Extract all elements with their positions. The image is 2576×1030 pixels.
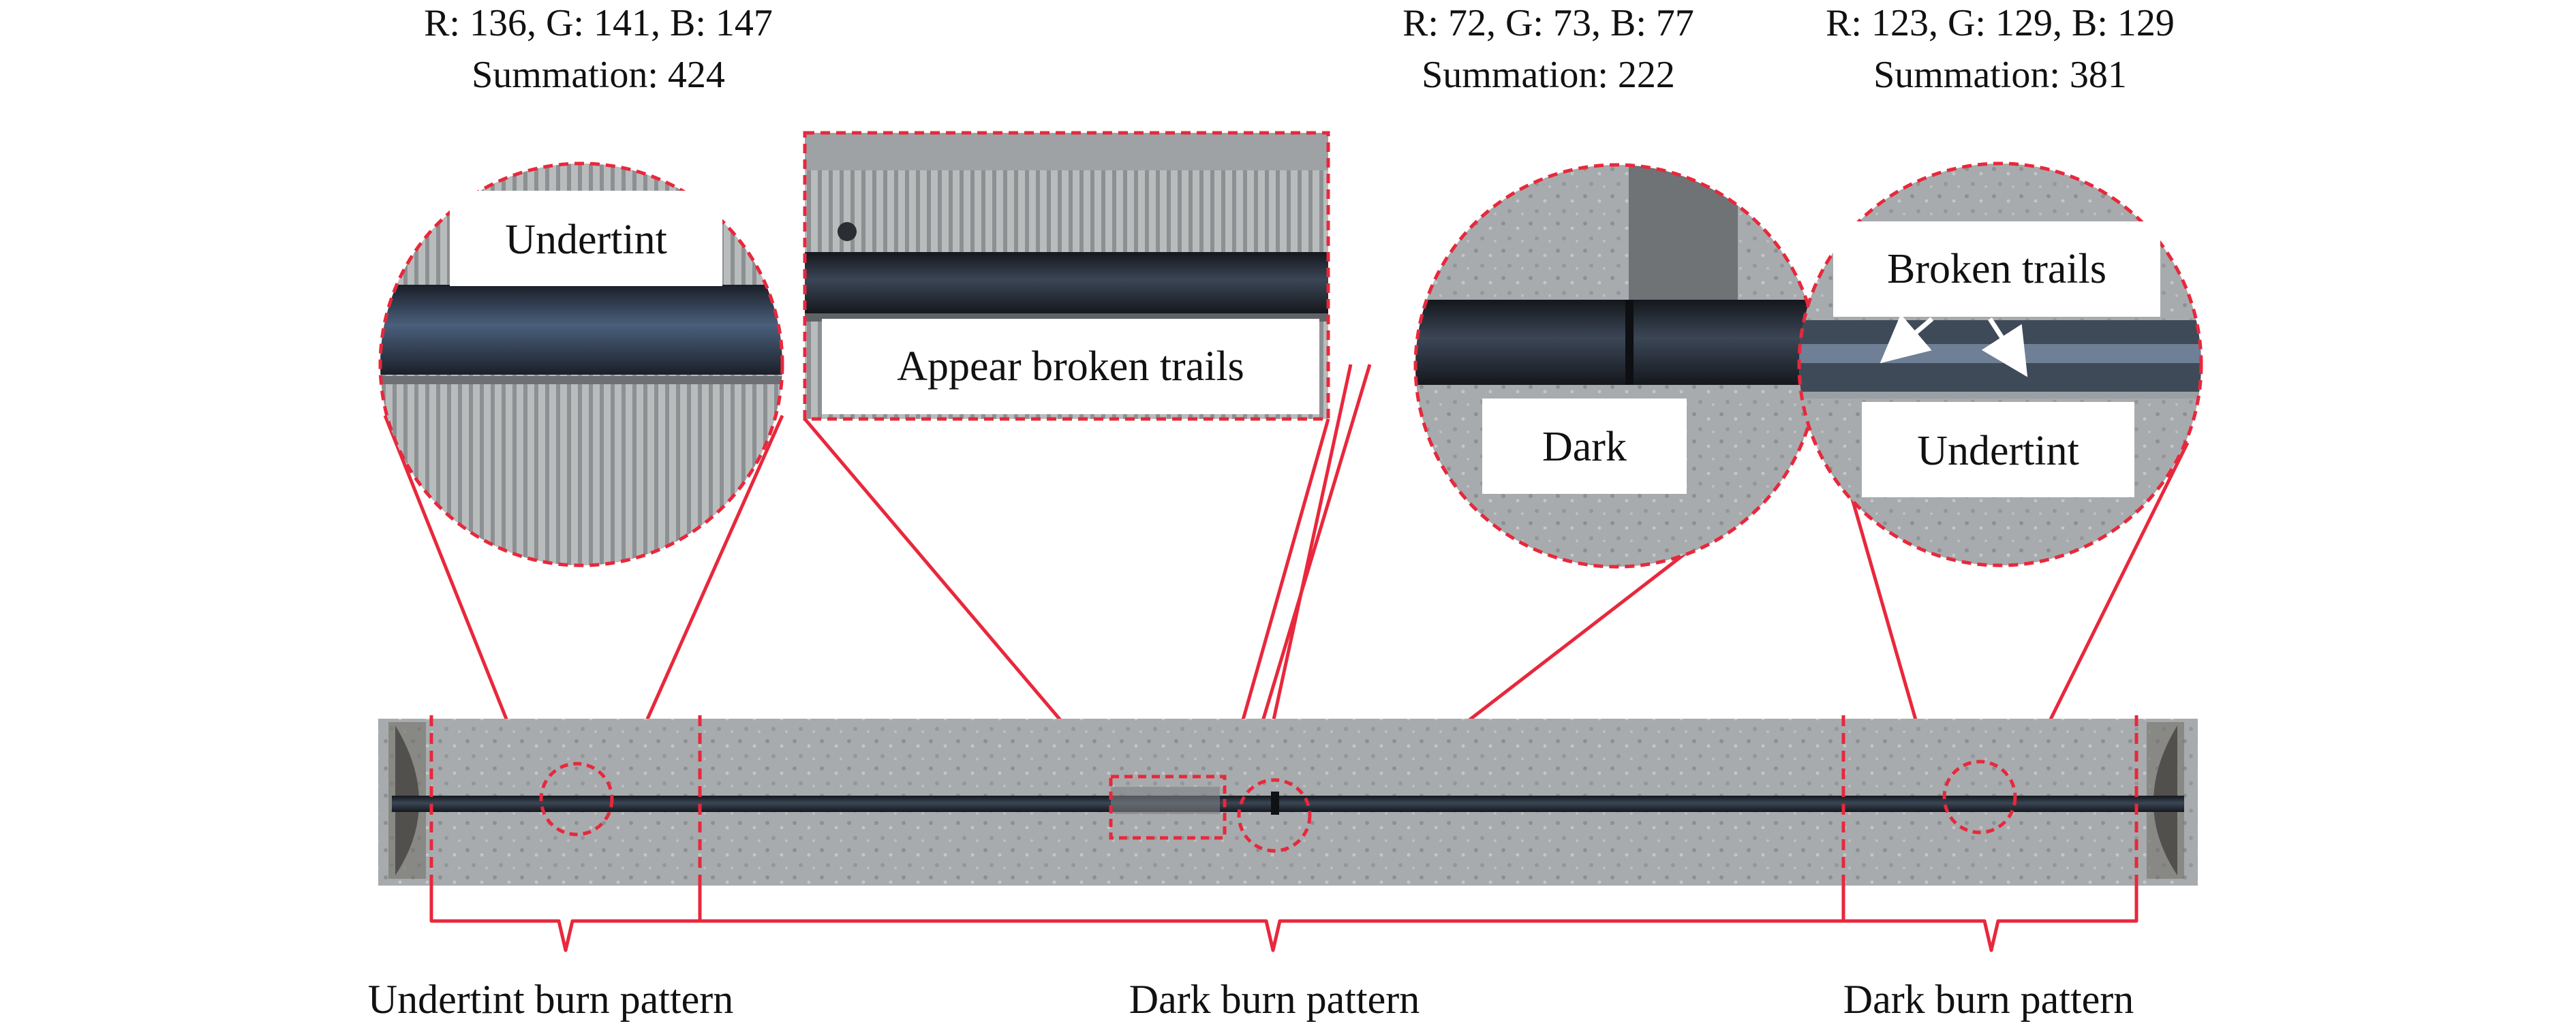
label-broken-trails: Broken trails — [1887, 246, 2106, 292]
zoom-circle-broken-trails: Broken trails Undertint — [1797, 161, 2203, 567]
readout-2-summation: Summation: 222 — [1422, 54, 1675, 96]
zone-braces — [429, 886, 2138, 952]
label-box-dark — [1482, 399, 1687, 494]
arrow-broken-trail-2 — [1981, 317, 2028, 377]
zoom-circle-dark: Dark — [1413, 163, 1820, 569]
arrow-broken-trail-1 — [1880, 314, 1934, 364]
readout-2-rgb: R: 72, G: 73, B: 77 — [1402, 2, 1694, 44]
label-dark: Dark — [1542, 424, 1627, 470]
region-markers — [539, 760, 2017, 853]
zone-label-dark-center: Dark burn pattern — [1129, 977, 1420, 1022]
zoom-rect-broken-trails: Appear broken trails — [803, 131, 1330, 421]
zone-dividers — [429, 715, 2138, 889]
specimen-photo — [378, 719, 2198, 886]
label-box-broken-trails — [1833, 221, 2160, 317]
label-appear-broken-trails: Appear broken trails — [897, 343, 1244, 390]
zoom-connectors — [383, 364, 2190, 843]
label-box-appear-broken-trails — [822, 319, 1319, 414]
readout-1-summation: Summation: 424 — [472, 54, 725, 96]
label-undertint-right: Undertint — [1917, 428, 2079, 474]
readout-3-rgb: R: 123, G: 129, B: 129 — [1826, 2, 2175, 44]
label-box-undertint-left — [450, 191, 722, 286]
readout-3-summation: Summation: 381 — [1873, 54, 2127, 96]
zoom-circle-undertint: Undertint — [378, 161, 784, 567]
zone-label-dark-right: Dark burn pattern — [1843, 977, 2134, 1022]
label-undertint-left: Undertint — [505, 217, 667, 263]
zone-label-undertint: Undertint burn pattern — [368, 977, 734, 1022]
label-box-undertint-right — [1862, 402, 2134, 497]
readout-1-rgb: R: 136, G: 141, B: 147 — [424, 2, 773, 44]
